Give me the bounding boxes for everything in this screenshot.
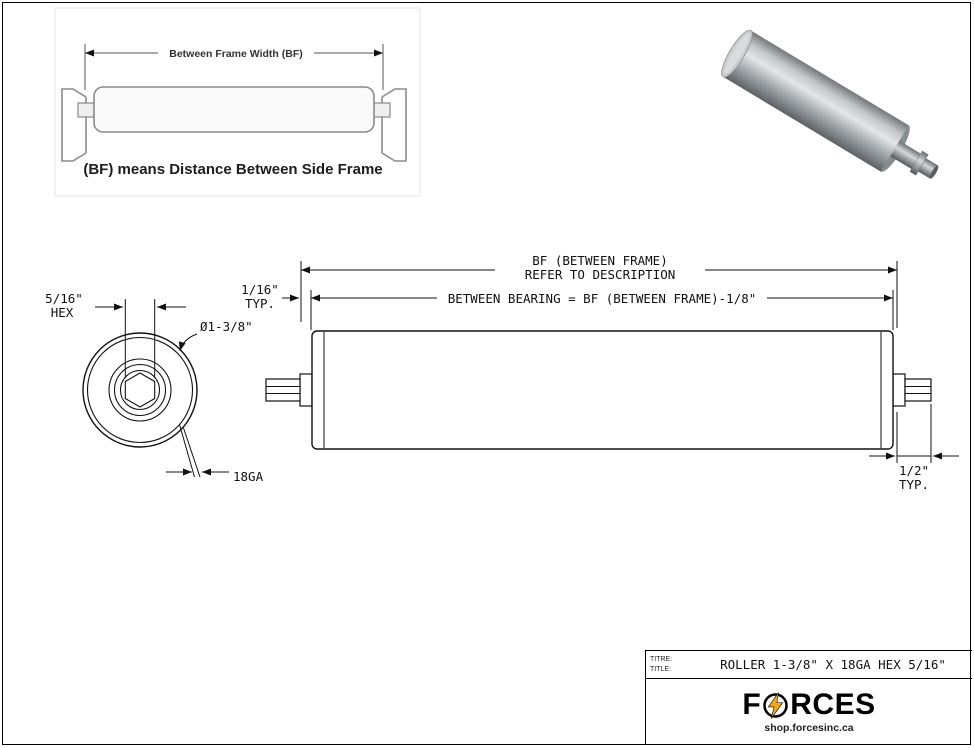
hex-size-label: 5/16" xyxy=(45,291,83,306)
roller-3d-shaft xyxy=(890,140,921,170)
title-row: TITRE: TITLE: ROLLER 1-3/8" X 18GA HEX 5… xyxy=(646,651,972,679)
bf-dimension-label-line2: REFER TO DESCRIPTION xyxy=(525,267,676,282)
title-field-labels: TITRE: TITLE: xyxy=(646,655,694,674)
roller-3d-shaft-end xyxy=(929,165,939,179)
inset-dimension-label: Between Frame Width (BF) xyxy=(169,48,303,60)
titre-label: TITRE: xyxy=(650,656,673,664)
gauge-label: 18GA xyxy=(233,469,264,484)
right-offset-value-label: 1/2" xyxy=(899,463,929,478)
roller-3d-render xyxy=(721,29,939,179)
lightning-bolt-icon xyxy=(762,691,789,719)
diameter-label: Ø1-3/8" xyxy=(200,319,253,334)
side-view-left-shaft xyxy=(265,378,301,402)
side-view-left-bearing xyxy=(299,373,313,407)
end-view-tube-outer xyxy=(82,332,198,448)
end-view-hex-circle xyxy=(119,369,161,411)
title-block: TITRE: TITLE: ROLLER 1-3/8" X 18GA HEX 5… xyxy=(645,650,972,745)
between-bearing-label: BETWEEN BEARING = BF (BETWEEN FRAME)-1/8… xyxy=(448,291,757,306)
hex-bore xyxy=(124,372,156,408)
end-view xyxy=(82,332,198,448)
bf-dimension-label-line1: BF (BETWEEN FRAME) xyxy=(532,253,667,268)
bf-explainer-inset: Between Frame Width (BF) (BF) means Dist… xyxy=(54,7,421,197)
side-view-right-bearing xyxy=(892,373,906,407)
side-view xyxy=(265,330,932,450)
bf-label-bg xyxy=(495,253,705,283)
title-label: TITLE: xyxy=(650,665,672,673)
end-view-bearing-outer xyxy=(108,358,172,422)
roller-3d-body xyxy=(722,30,909,172)
inset-caption: (BF) means Distance Between Side Frame xyxy=(83,161,382,178)
inset-dim-label-bg xyxy=(158,45,314,61)
side-view-roller-body xyxy=(311,330,894,450)
left-offset-value-label: 1/16" xyxy=(241,282,279,297)
website-url: shop.forcesinc.ca xyxy=(764,722,854,734)
end-view-tube-inner xyxy=(86,336,194,444)
hex-word-label: HEX xyxy=(51,305,74,320)
logo-text-rces: RCES xyxy=(790,688,876,721)
end-view-dimensions xyxy=(95,299,229,478)
logo-row: F RCES shop.forcesinc.ca xyxy=(646,679,972,745)
logo-text-f: F xyxy=(742,688,762,721)
side-view-right-shaft xyxy=(904,378,932,402)
inset-roller-body xyxy=(93,86,375,133)
end-view-bearing-inner xyxy=(113,363,167,417)
left-offset-typ-label: TYP. xyxy=(245,296,275,311)
right-offset-typ-label: TYP. xyxy=(899,477,929,492)
roller-3d-far-cap-inner xyxy=(724,33,750,74)
drawing-title: ROLLER 1-3/8" X 18GA HEX 5/16" xyxy=(720,657,946,672)
forces-logo: F RCES xyxy=(742,690,875,720)
between-bearing-label-bg xyxy=(437,290,767,306)
